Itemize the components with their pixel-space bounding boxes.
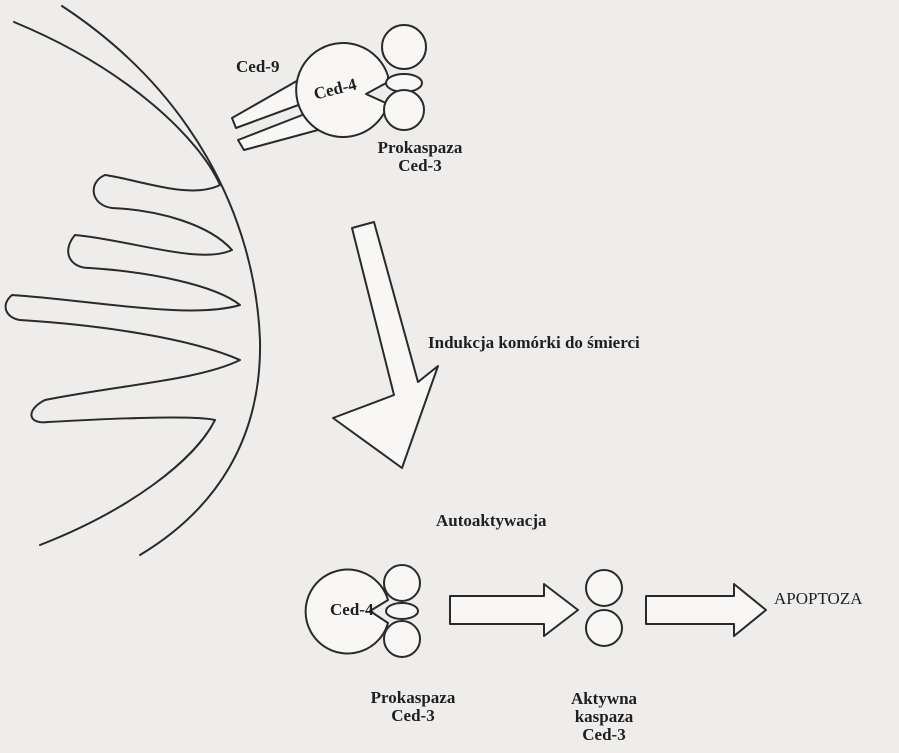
procaspase-bottom-upper-circle [384,565,420,601]
ced9-label: Ced-9 [236,58,279,76]
procaspase-bottom-lower-circle [384,621,420,657]
induction-arrow [333,222,438,468]
induction-label: Indukcja komórki do śmierci [428,334,640,352]
apoptosis-arrow [646,584,766,636]
active-caspase-lower-circle [586,610,622,646]
membrane-inner-cristae [6,22,240,545]
apoptosis-label: APOPTOZA [774,590,862,608]
active-caspase-label: Aktywna kaspaza Ced-3 [562,690,646,744]
membrane-outer-curve [62,6,260,555]
ced4-bottom-label: Ced-4 [330,601,373,619]
procaspase-top-lower-circle [384,90,424,130]
autoactivation-label: Autoaktywacja [436,512,547,530]
procaspase-top-name: Prokaspaza [370,139,470,157]
procaspase-top-ced3: Ced-3 [370,157,470,175]
procaspase-top-label: Prokaspaza Ced-3 [370,139,470,175]
procaspase-bottom-prodomain [386,603,418,619]
active-caspase-name: kaspaza [562,708,646,726]
procaspase-bottom-name: Prokaspaza [358,689,468,707]
procaspase-bottom-ced3: Ced-3 [358,707,468,725]
activation-arrow [450,584,578,636]
procaspase-top-upper-circle [382,25,426,69]
procaspase-bottom-label: Prokaspaza Ced-3 [358,689,468,725]
active-caspase-word: Aktywna [562,690,646,708]
active-caspase-upper-circle [586,570,622,606]
active-caspase-ced3: Ced-3 [562,726,646,744]
